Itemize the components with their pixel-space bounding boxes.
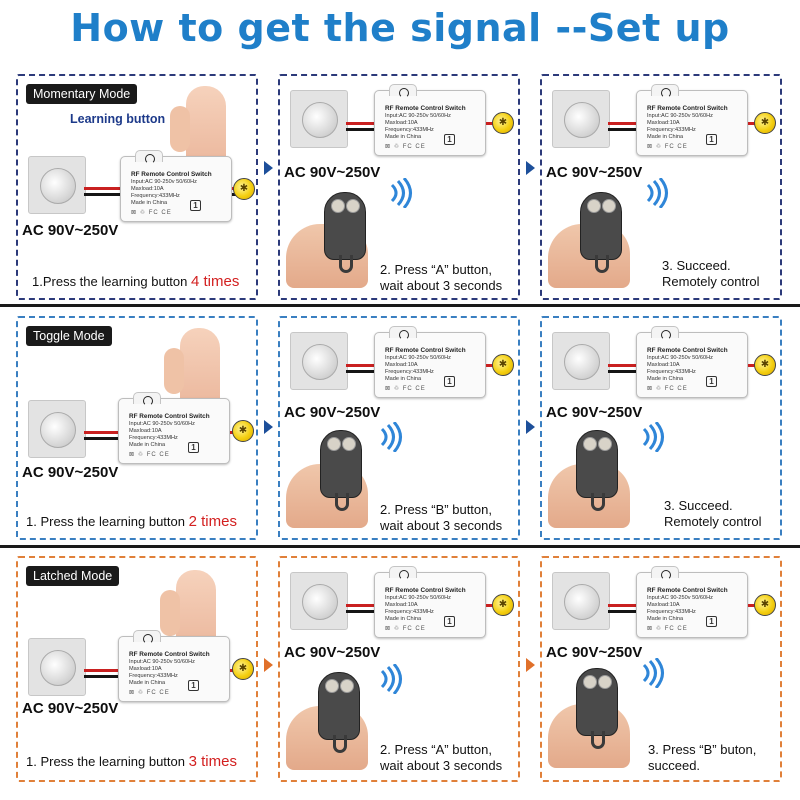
ac-voltage-label: AC 90V~250V [546,644,643,661]
wall-sensor-icon [28,638,86,696]
rf-switch-device: RF Remote Control Switch Input:AC 90-250… [374,84,486,156]
step1-instruction: 1. Press the learning button 2 times [26,513,237,530]
light-bulb-icon: ✱ [233,178,255,200]
ac-voltage-label: AC 90V~250V [22,700,119,717]
mode-label-momentary: Momentary Mode [26,84,138,104]
toggle-step1-panel: Toggle Mode RF Remote Control Switch Inp… [16,316,258,540]
rf-switch-device: RF Remote Control Switch Input:AC 90-250… [636,566,748,638]
remote-key-fob-icon [580,192,622,273]
ac-voltage-label: AC 90V~250V [284,644,381,661]
learning-button [133,630,161,644]
rf-switch-device: RF Remote Control Switch Input:AC 90-250… [118,630,230,702]
wifi-signal-icon [380,664,402,694]
learning-button-label: Learning button [70,112,166,126]
press-count: 2 times [188,513,237,530]
momentary-step3-panel: RF Remote Control Switch Input:AC 90-250… [540,74,782,300]
press-count: 3 times [188,753,237,770]
wall-sensor-icon [28,156,86,214]
section-divider [0,545,800,548]
momentary-step2-panel: RF Remote Control Switch Input:AC 90-250… [278,74,520,300]
latched-step1-panel: Latched Mode RF Remote Control Switch In… [16,556,258,782]
light-bulb-icon: ✱ [492,112,514,134]
arrow-right-icon [526,161,535,175]
light-bulb-icon: ✱ [492,354,514,376]
ac-voltage-label: AC 90V~250V [546,404,643,421]
rf-switch-device: RF Remote Control Switch Input:AC 90-250… [118,392,230,464]
remote-key-fob-icon [320,430,362,511]
arrow-right-icon [526,420,535,434]
mode-label-latched: Latched Mode [26,566,120,586]
remote-key-fob-icon [576,430,618,511]
learning-button [135,150,163,164]
rf-switch-device: RF Remote Control Switch Input:AC 90-250… [374,326,486,398]
latched-step2-panel: RF Remote Control Switch Input:AC 90-250… [278,556,520,782]
momentary-step1-panel: Momentary Mode Learning button RF Remote… [16,74,258,300]
rf-switch-device: RF Remote Control Switch Input:AC 90-250… [374,566,486,638]
wifi-signal-icon [642,422,664,452]
remote-key-fob-icon [576,668,618,749]
arrow-right-icon [264,161,273,175]
step2-instruction: 2. Press “B” button, wait about 3 second… [380,502,503,533]
rf-switch-device: RF Remote Control Switch Input:AC 90-250… [636,326,748,398]
light-bulb-icon: ✱ [754,112,776,134]
wall-sensor-icon [552,572,610,630]
wall-sensor-icon [290,332,348,390]
wall-sensor-icon [28,400,86,458]
light-bulb-icon: ✱ [754,354,776,376]
rf-switch-device: RF Remote Control Switch Input:AC 90-250… [120,150,232,222]
mode-label-toggle: Toggle Mode [26,326,112,346]
arrow-right-icon [526,658,535,672]
section-divider [0,304,800,307]
latched-step3-panel: RF Remote Control Switch Input:AC 90-250… [540,556,782,782]
wifi-signal-icon [646,178,668,208]
step2-instruction: 2. Press “A” button, wait about 3 second… [380,742,503,773]
ac-voltage-label: AC 90V~250V [284,404,381,421]
wifi-signal-icon [380,422,402,452]
press-count: 4 times [191,273,240,290]
step1-instruction: 1. Press the learning button 3 times [26,753,237,770]
step1-instruction: 1.Press the learning button 4 times [32,273,240,290]
learning-button [133,392,161,406]
ac-voltage-label: AC 90V~250V [284,164,381,181]
step3-instruction: 3. Succeed. Remotely control [662,258,760,289]
ac-voltage-label: AC 90V~250V [546,164,643,181]
remote-key-fob-icon [318,672,360,753]
ac-voltage-label: AC 90V~250V [22,464,119,481]
remote-key-fob-icon [324,192,366,273]
rating-badge: 1 [190,200,201,211]
wall-sensor-icon [290,572,348,630]
page-title: How to get the signal --Set up [70,6,730,50]
wall-sensor-icon [552,90,610,148]
arrow-right-icon [264,420,273,434]
step3-instruction: 3. Press “B” buton, succeed. [648,742,757,773]
toggle-step2-panel: RF Remote Control Switch Input:AC 90-250… [278,316,520,540]
arrow-right-icon [264,658,273,672]
light-bulb-icon: ✱ [232,658,254,680]
wifi-signal-icon [390,178,412,208]
light-bulb-icon: ✱ [232,420,254,442]
ac-voltage-label: AC 90V~250V [22,222,119,239]
wall-sensor-icon [552,332,610,390]
light-bulb-icon: ✱ [754,594,776,616]
cert-icons: ⊠ ♲ FC CE [131,210,172,216]
step3-instruction: 3. Succeed. Remotely control [664,498,762,529]
wifi-signal-icon [642,658,664,688]
step2-instruction: 2. Press “A” button, wait about 3 second… [380,262,503,293]
rf-switch-device: RF Remote Control Switch Input:AC 90-250… [636,84,748,156]
toggle-step3-panel: RF Remote Control Switch Input:AC 90-250… [540,316,782,540]
light-bulb-icon: ✱ [492,594,514,616]
wall-sensor-icon [290,90,348,148]
